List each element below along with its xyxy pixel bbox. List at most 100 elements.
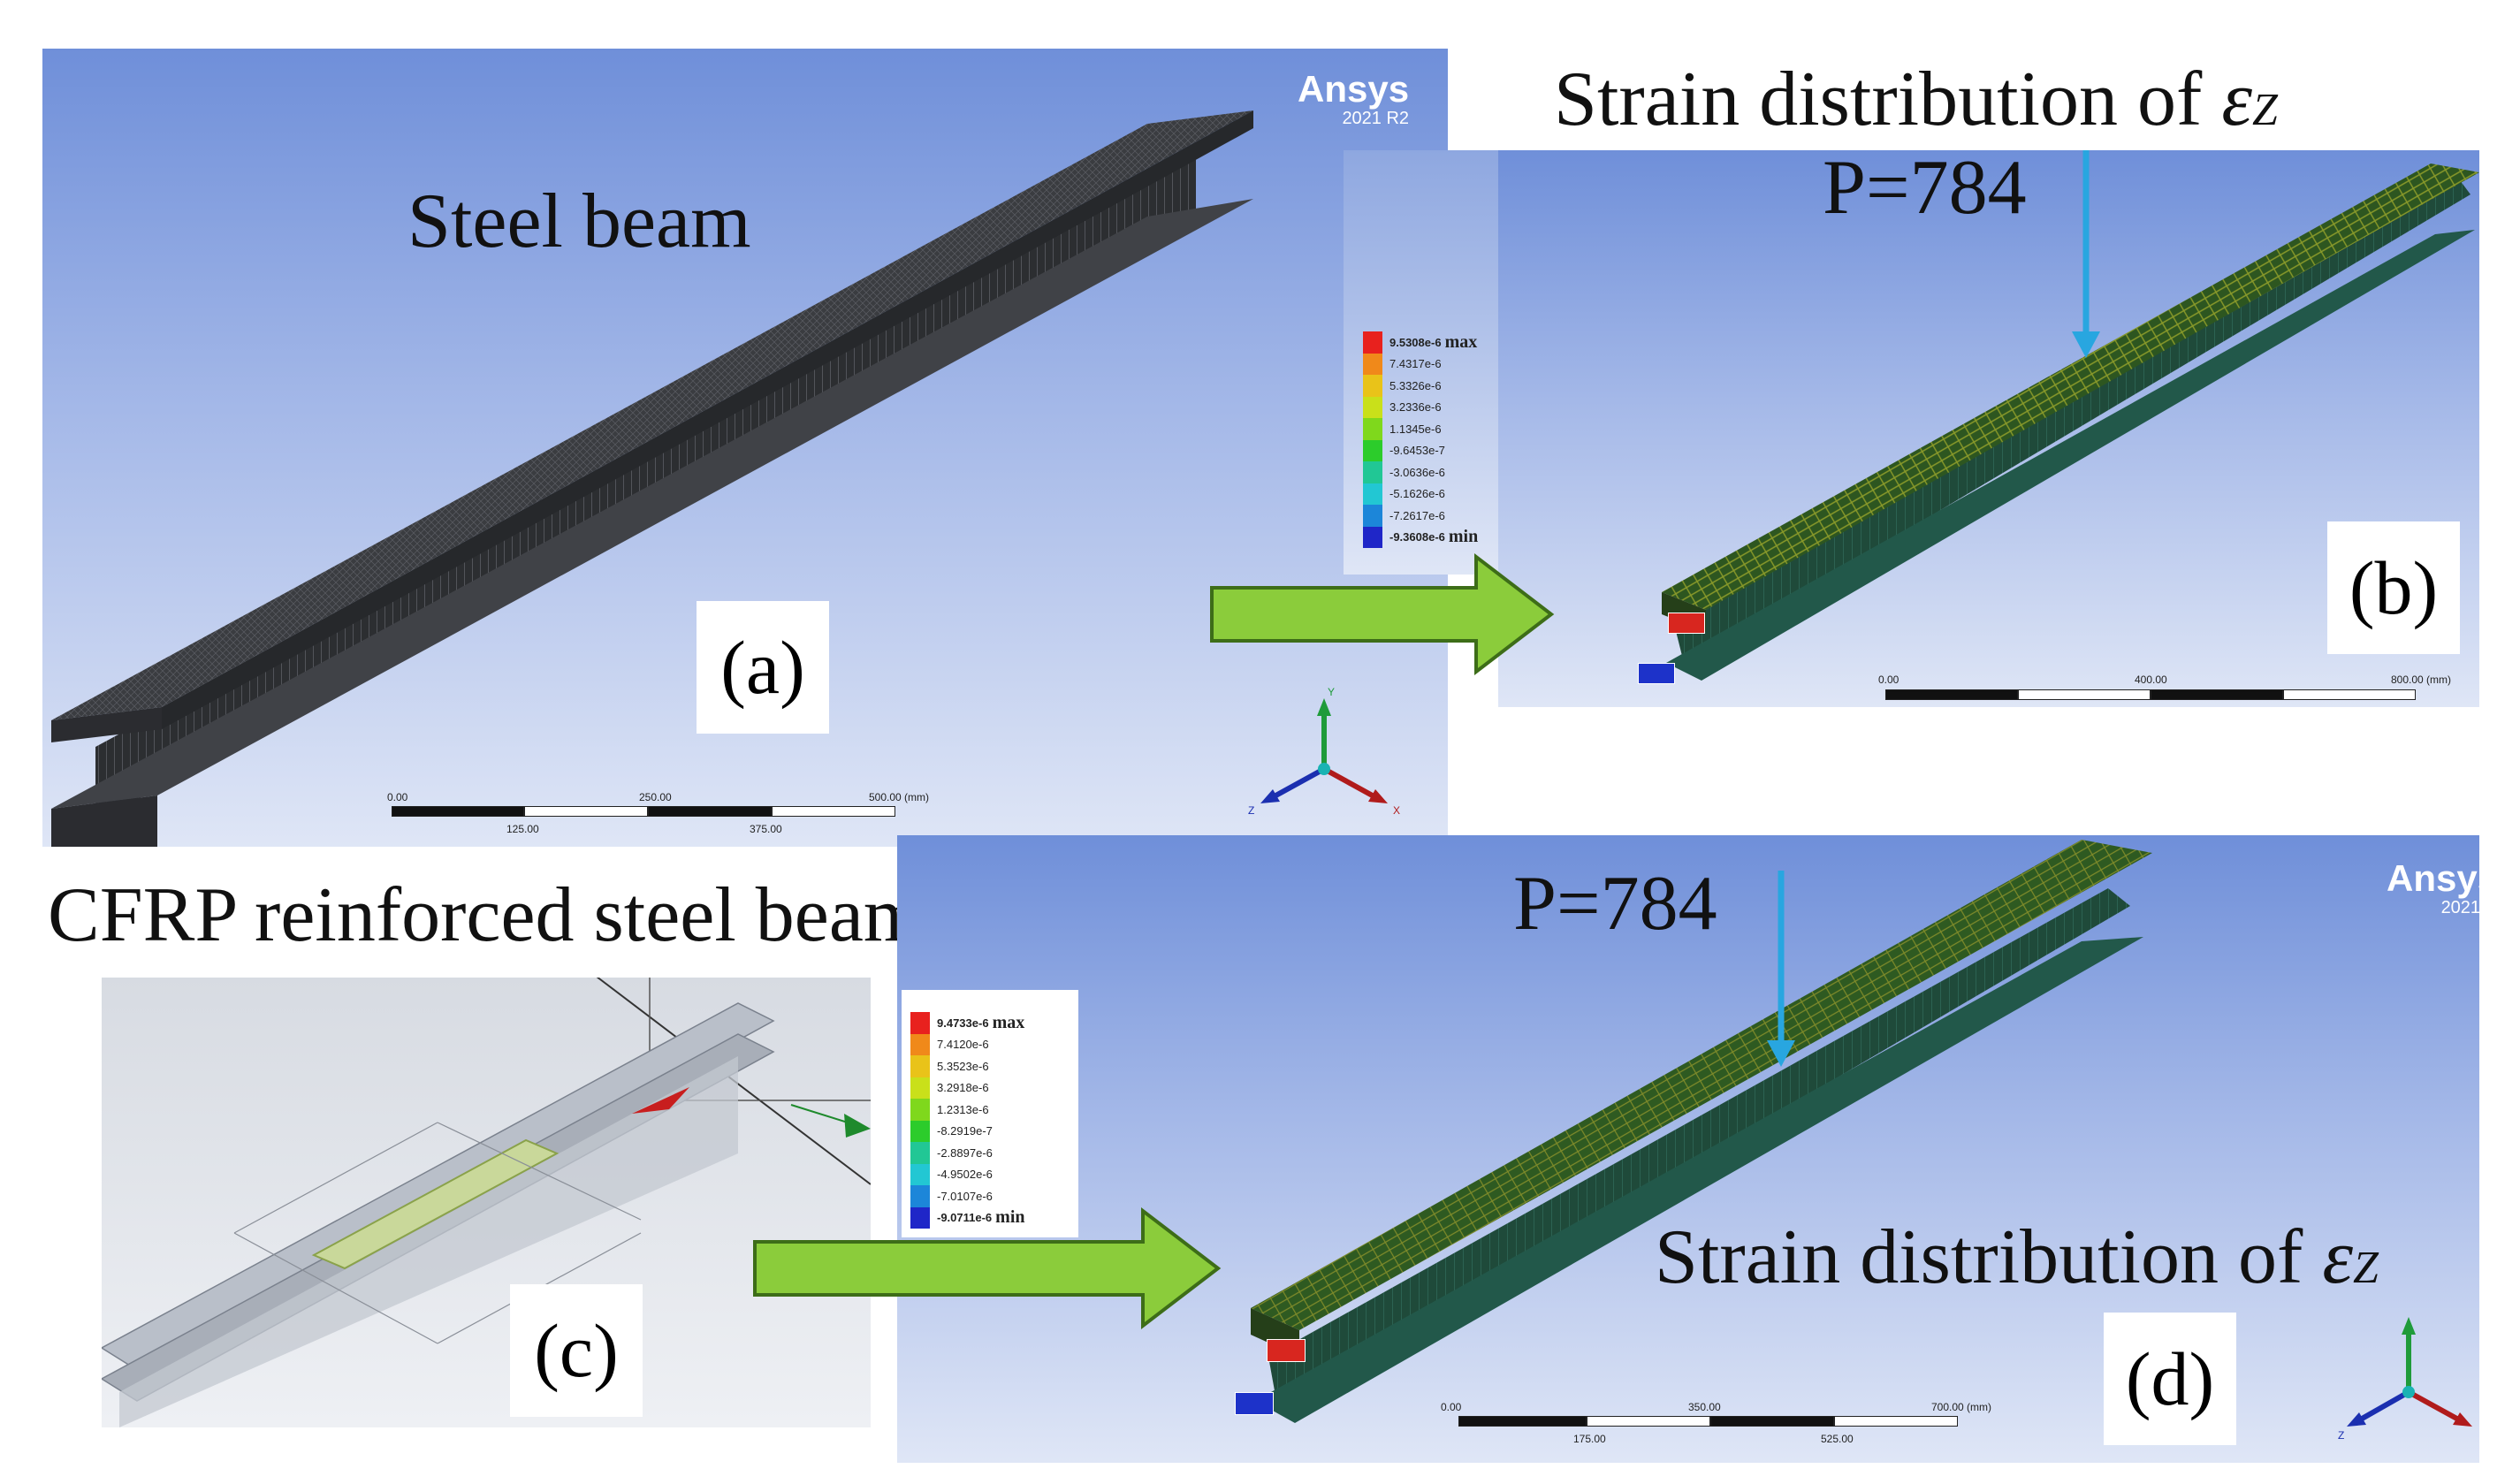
legend-d-bg (902, 990, 1078, 1237)
scale-tick: 700.00 (mm) (1931, 1401, 1992, 1413)
legend-swatch (1363, 505, 1382, 527)
axis-y-label: Y (1328, 686, 1335, 698)
legend-row: -7.0107e-6 (910, 1185, 1025, 1207)
scale-tick: 375.00 (750, 823, 782, 835)
legend-value: 9.4733e-6 (937, 1016, 989, 1030)
ansys-logo-d: Ansys 2021 R (2387, 857, 2479, 918)
legend-row: 5.3523e-6 (910, 1055, 1025, 1077)
scale-tick: 400.00 (2135, 674, 2167, 686)
legend-row: 1.2313e-6 (910, 1099, 1025, 1121)
load-label-b: P=784 (1823, 145, 2027, 231)
scale-tick: 0.00 (1441, 1401, 1462, 1413)
legend-row: 1.1345e-6 (1363, 418, 1478, 440)
legend-value: -4.9502e-6 (937, 1168, 993, 1182)
axis-z-label: Z (1248, 804, 1254, 817)
scale-bar-d: 0.00 350.00 700.00 (mm) 175.00 525.00 (1441, 1401, 1992, 1454)
cfrp-title: CFRP reinforced steel beam (48, 872, 925, 958)
load-arrow-b (2072, 150, 2100, 358)
legend-value: -3.0636e-6 (1389, 465, 1445, 479)
legend-swatch (910, 1033, 930, 1055)
legend-value: 7.4317e-6 (1389, 357, 1442, 371)
legend-swatch (1363, 353, 1382, 375)
strain-beam-b (1662, 164, 2479, 681)
steel-beam-title: Steel beam (407, 179, 751, 264)
legend-row: -3.0636e-6 (1363, 461, 1478, 483)
legend-swatch (1363, 375, 1382, 397)
legend-value: 1.2313e-6 (937, 1102, 989, 1116)
legend-value: 5.3523e-6 (937, 1059, 989, 1073)
scale-tick: 175.00 (1573, 1433, 1606, 1445)
panel-c: (c) (102, 977, 871, 1427)
axis-triad-a: Y X Z (1248, 686, 1400, 817)
flow-arrow-bottom (753, 1206, 1222, 1330)
legend-swatch (910, 1099, 930, 1121)
legend-row: -4.9502e-6 (910, 1163, 1025, 1185)
legend-min-tag: min (995, 1207, 1025, 1228)
ansys-logo: Ansys 2021 R2 (1298, 68, 1409, 129)
panel-b-label: (b) (2327, 521, 2460, 654)
load-arrow-d (1767, 871, 1795, 1067)
scale-tick: 0.00 (387, 791, 408, 803)
legend-swatch (1363, 331, 1382, 354)
legend-swatch (910, 1142, 930, 1164)
panel-d-label: (d) (2104, 1313, 2236, 1445)
epsilon-symbol: ε (2322, 1214, 2353, 1300)
legend-row: 5.3326e-6 (1363, 375, 1478, 397)
legend-swatch (910, 1055, 930, 1077)
legend-value: -9.6453e-7 (1389, 444, 1445, 458)
legend-swatch (910, 1077, 930, 1099)
legend-row: -5.1626e-6 (1363, 483, 1478, 505)
legend-value: 3.2918e-6 (937, 1081, 989, 1095)
legend-row: 3.2918e-6 (910, 1077, 1025, 1099)
scale-bar-a: 0.00 250.00 500.00 (mm) 125.00 375.00 (387, 791, 929, 844)
legend-swatch (1363, 396, 1382, 418)
legend-row: 7.4317e-6 (1363, 353, 1478, 375)
legend-swatch (910, 1120, 930, 1142)
legend-swatch (910, 1185, 930, 1207)
ansys-brand: Ansys (2387, 857, 2479, 899)
support-red (1668, 613, 1705, 634)
legend-value: 1.1345e-6 (1389, 422, 1442, 436)
legend-row: -2.8897e-6 (910, 1142, 1025, 1164)
axis-z-label: Z (2338, 1429, 2344, 1441)
legend-swatch (910, 1206, 930, 1229)
legend-swatch (1363, 461, 1382, 483)
ansys-version: 2021 R2 (1342, 109, 1410, 128)
scale-tick: 0.00 (1878, 674, 1900, 686)
legend-value: -9.3608e-6 (1389, 530, 1445, 544)
legend-swatch (910, 1163, 930, 1185)
legend-swatch (1363, 418, 1382, 440)
support-blue (1235, 1392, 1274, 1415)
epsilon-symbol: ε (2221, 57, 2252, 142)
legend-row: -7.2617e-6 (1363, 505, 1478, 527)
panel-a-label: (a) (697, 601, 829, 734)
cfrp-model (102, 977, 871, 1427)
strain-title-d-text: Strain distribution of (1655, 1214, 2323, 1300)
legend-value: -7.0107e-6 (937, 1189, 993, 1203)
scale-tick: 125.00 (506, 823, 539, 835)
strain-title-b: Strain distribution of εZ (1554, 55, 2278, 144)
support-blue (1638, 663, 1675, 684)
axis-triad-d: Z (2338, 1317, 2472, 1441)
legend-value: 5.3326e-6 (1389, 378, 1442, 392)
panel-a: Steel beam (a) Ansys 2021 R2 0.00 250.00… (42, 49, 1448, 849)
legend-min-tag: min (1448, 527, 1479, 547)
scale-bar-b: 0.00 400.00 800.00 (mm) (1878, 674, 2453, 700)
legend-swatch (910, 1012, 930, 1034)
axis-x-label: X (1393, 804, 1400, 817)
legend-value: -7.2617e-6 (1389, 508, 1445, 522)
legend-swatch (1363, 439, 1382, 461)
epsilon-subscript: Z (2353, 1243, 2379, 1293)
strain-title-b-text: Strain distribution of (1554, 57, 2222, 142)
scale-tick: 250.00 (639, 791, 672, 803)
legend-row: 7.4120e-6 (910, 1033, 1025, 1055)
steel-beam-mesh (51, 110, 1253, 849)
panel-b: 0.00 400.00 800.00 (mm) (1498, 150, 2479, 707)
legend-value: -9.0711e-6 (937, 1211, 993, 1225)
scale-tick: 800.00 (mm) (2391, 674, 2452, 686)
